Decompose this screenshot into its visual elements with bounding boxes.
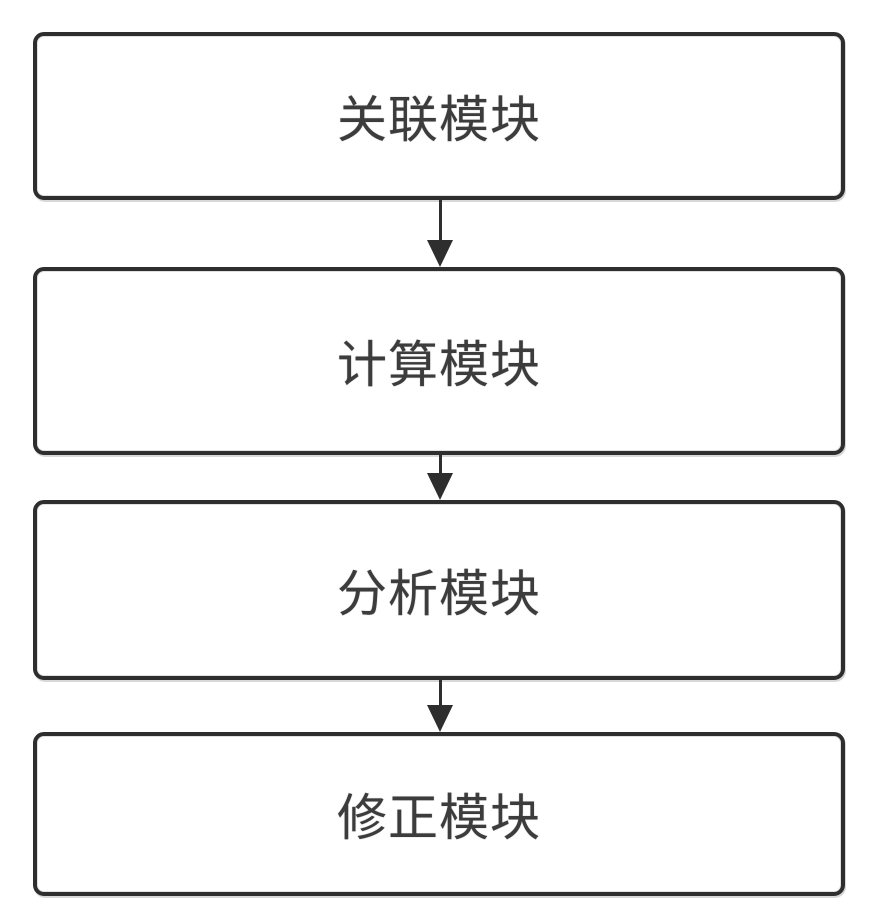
arrow-down-icon [427,680,453,732]
arrow-head [427,240,453,267]
arrow-down-icon [427,455,453,500]
arrow-head [427,473,453,500]
module-box-correction: 修正模块 [33,732,845,896]
module-box-association: 关联模块 [33,32,845,200]
module-box-analysis: 分析模块 [33,500,845,680]
arrow-stem [438,200,442,244]
module-label-association: 关联模块 [337,92,541,148]
arrow-head [427,705,453,732]
arrow-stem [438,455,442,477]
arrow-down-icon [427,200,453,267]
module-label-analysis: 分析模块 [337,566,541,622]
module-label-calculation: 计算模块 [337,337,541,393]
module-box-calculation: 计算模块 [33,267,845,455]
module-label-correction: 修正模块 [337,790,541,846]
arrow-stem [438,680,442,709]
